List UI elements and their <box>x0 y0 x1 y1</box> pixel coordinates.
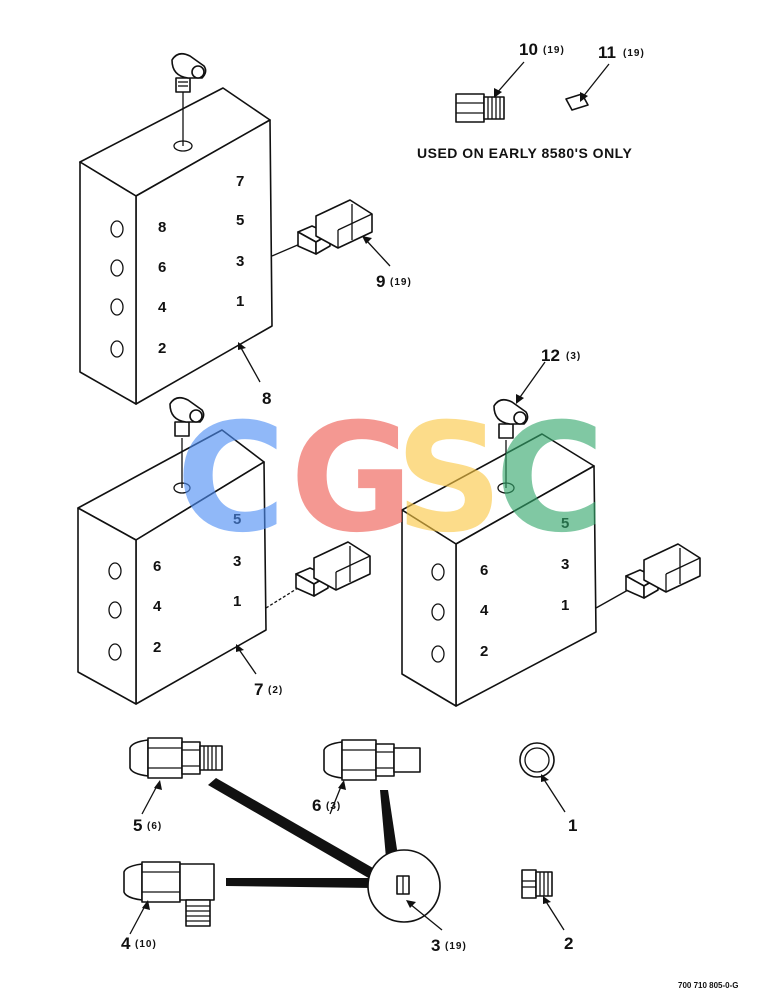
svg-text:2: 2 <box>564 934 573 953</box>
fitting-10-icon <box>455 93 505 123</box>
port-label: 5 <box>561 515 569 532</box>
port-label: 1 <box>236 293 244 310</box>
callout-9: 9 (19) <box>376 272 412 291</box>
watermark-letter: C <box>495 392 605 566</box>
svg-text:7: 7 <box>254 680 263 699</box>
grease-fitting-12-icon <box>493 398 529 439</box>
svg-text:(19): (19) <box>445 941 467 952</box>
port-label: 5 <box>233 511 241 528</box>
callout-12: 12 (3) <box>541 346 581 365</box>
port-hole <box>110 340 124 358</box>
port-label: 4 <box>153 598 162 615</box>
svg-text:(3): (3) <box>326 801 341 812</box>
port-label: 2 <box>480 643 488 660</box>
port-hole <box>110 220 124 238</box>
block-7-port-numbers: 6 4 2 5 3 1 <box>153 511 241 656</box>
cgsc-watermark: C G S C <box>176 392 605 566</box>
grease-fitting-icon <box>169 396 205 437</box>
port-hole <box>431 563 445 581</box>
callout-4: 4 (10) <box>121 934 157 953</box>
port-label: 1 <box>233 593 241 610</box>
svg-text:(2): (2) <box>268 685 283 696</box>
port-hole <box>108 643 122 661</box>
grease-fitting-icon <box>171 52 207 93</box>
svg-text:(19): (19) <box>390 277 412 288</box>
port-hole <box>110 298 124 316</box>
port-label: 2 <box>158 340 166 357</box>
callout-2: 2 <box>564 934 573 953</box>
port-label: 4 <box>158 299 167 316</box>
port-hole <box>110 259 124 277</box>
connector-icon <box>595 543 701 609</box>
port-label: 7 <box>236 173 244 190</box>
callout-1: 1 <box>568 816 577 835</box>
divider-block-8 <box>79 87 273 405</box>
port-hole <box>108 562 122 580</box>
callout-11: 11 (19) <box>598 43 645 62</box>
block-right-port-numbers: 6 4 2 5 3 1 <box>480 515 569 660</box>
port-label: 6 <box>153 558 161 575</box>
divider-block-right <box>401 433 597 707</box>
divider-block-7 <box>77 429 267 705</box>
svg-text:8: 8 <box>262 389 271 408</box>
svg-text:(3): (3) <box>566 351 581 362</box>
block-8-port-numbers: 8 6 4 2 7 5 3 1 <box>158 173 244 357</box>
svg-text:(19): (19) <box>623 48 645 59</box>
watermark-letter: S <box>395 392 503 566</box>
port-label: 3 <box>561 556 569 573</box>
callout-3: 3 (19) <box>431 936 467 955</box>
svg-text:10: 10 <box>519 40 538 59</box>
ring-1-icon <box>519 742 555 778</box>
usage-note: USED ON EARLY 8580'S ONLY <box>417 145 632 161</box>
svg-text:(19): (19) <box>543 45 565 56</box>
callout-8: 8 <box>262 389 271 408</box>
svg-text:(10): (10) <box>135 939 157 950</box>
svg-text:6: 6 <box>312 796 321 815</box>
port-label: 6 <box>480 562 488 579</box>
port-label: 6 <box>158 259 166 276</box>
drawing-number: 700 710 805-0-G <box>678 981 739 990</box>
callout-6: 6 (3) <box>312 796 341 815</box>
port-label: 3 <box>236 253 244 270</box>
callout-5: 5 (6) <box>133 816 162 835</box>
svg-text:12: 12 <box>541 346 560 365</box>
port-label: 2 <box>153 639 161 656</box>
svg-text:4: 4 <box>121 934 131 953</box>
svg-text:(6): (6) <box>147 821 162 832</box>
svg-text:11: 11 <box>598 43 616 62</box>
detail-3-magnifier <box>208 778 441 923</box>
fitting-4-icon <box>123 861 215 927</box>
plug-2-icon <box>521 869 553 899</box>
fitting-6-icon <box>323 739 421 781</box>
port-hole <box>108 601 122 619</box>
port-label: 1 <box>561 597 569 614</box>
svg-text:9: 9 <box>376 272 385 291</box>
port-label: 5 <box>236 212 244 229</box>
watermark-letter: C <box>176 392 286 566</box>
fitting-5-icon <box>129 737 223 779</box>
port-label: 8 <box>158 219 166 236</box>
port-label: 4 <box>480 602 489 619</box>
connector-icon <box>265 541 371 609</box>
watermark-letter: G <box>290 392 413 566</box>
callout-10: 10 (19) <box>519 40 565 59</box>
connector-9-icon <box>271 199 373 257</box>
port-label: 3 <box>233 553 241 570</box>
port-hole <box>431 645 445 663</box>
leader-lines <box>129 61 610 935</box>
port-hole <box>431 603 445 621</box>
callout-7: 7 (2) <box>254 680 283 699</box>
svg-text:3: 3 <box>431 936 440 955</box>
svg-text:5: 5 <box>133 816 142 835</box>
svg-text:1: 1 <box>568 816 577 835</box>
